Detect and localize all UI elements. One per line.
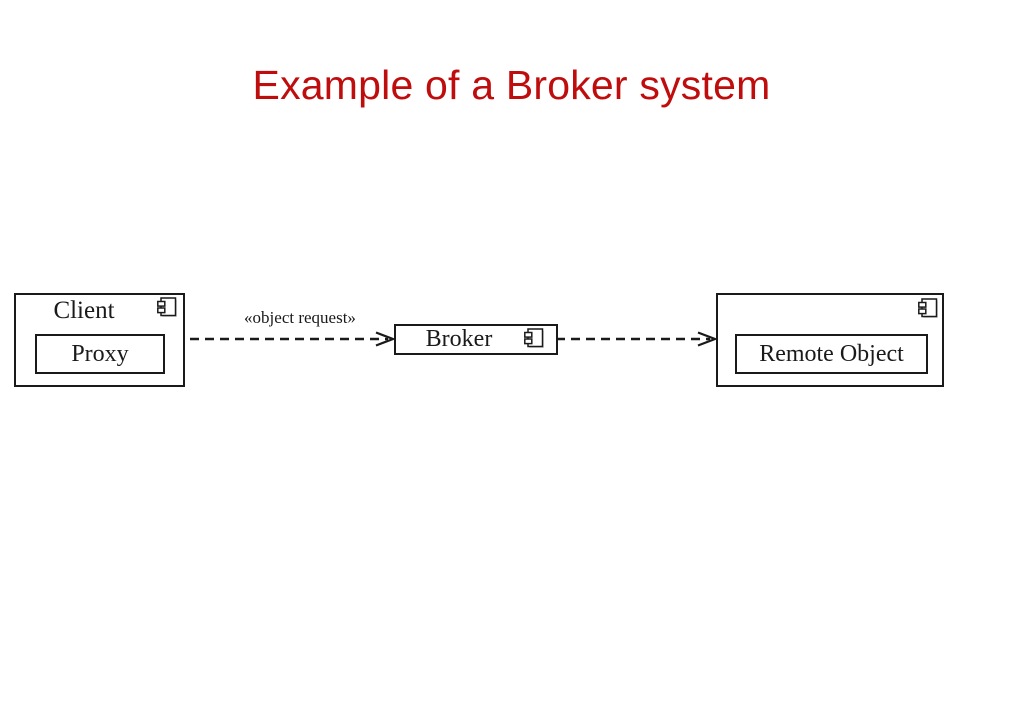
component-proxy[interactable] <box>35 334 165 374</box>
component-proxy-label: Proxy <box>71 341 129 367</box>
page-title: Example of a Broker system <box>252 62 771 108</box>
component-remote-object-inner[interactable] <box>735 334 928 374</box>
connector-label-object-request: «object request» <box>244 308 356 327</box>
uml-component-icon <box>524 328 544 348</box>
dependency-arrow-client-to-broker <box>160 331 397 347</box>
dependency-arrow-broker-to-remote-object <box>556 331 719 347</box>
component-broker-label: Broker <box>425 326 493 352</box>
arrowhead-icon <box>697 331 719 347</box>
component-remote-object-label: Remote Object <box>759 341 904 367</box>
component-client-label: Client <box>53 297 115 324</box>
uml-component-icon <box>157 297 177 317</box>
arrowhead-icon <box>375 331 397 347</box>
uml-component-icon <box>918 298 938 318</box>
